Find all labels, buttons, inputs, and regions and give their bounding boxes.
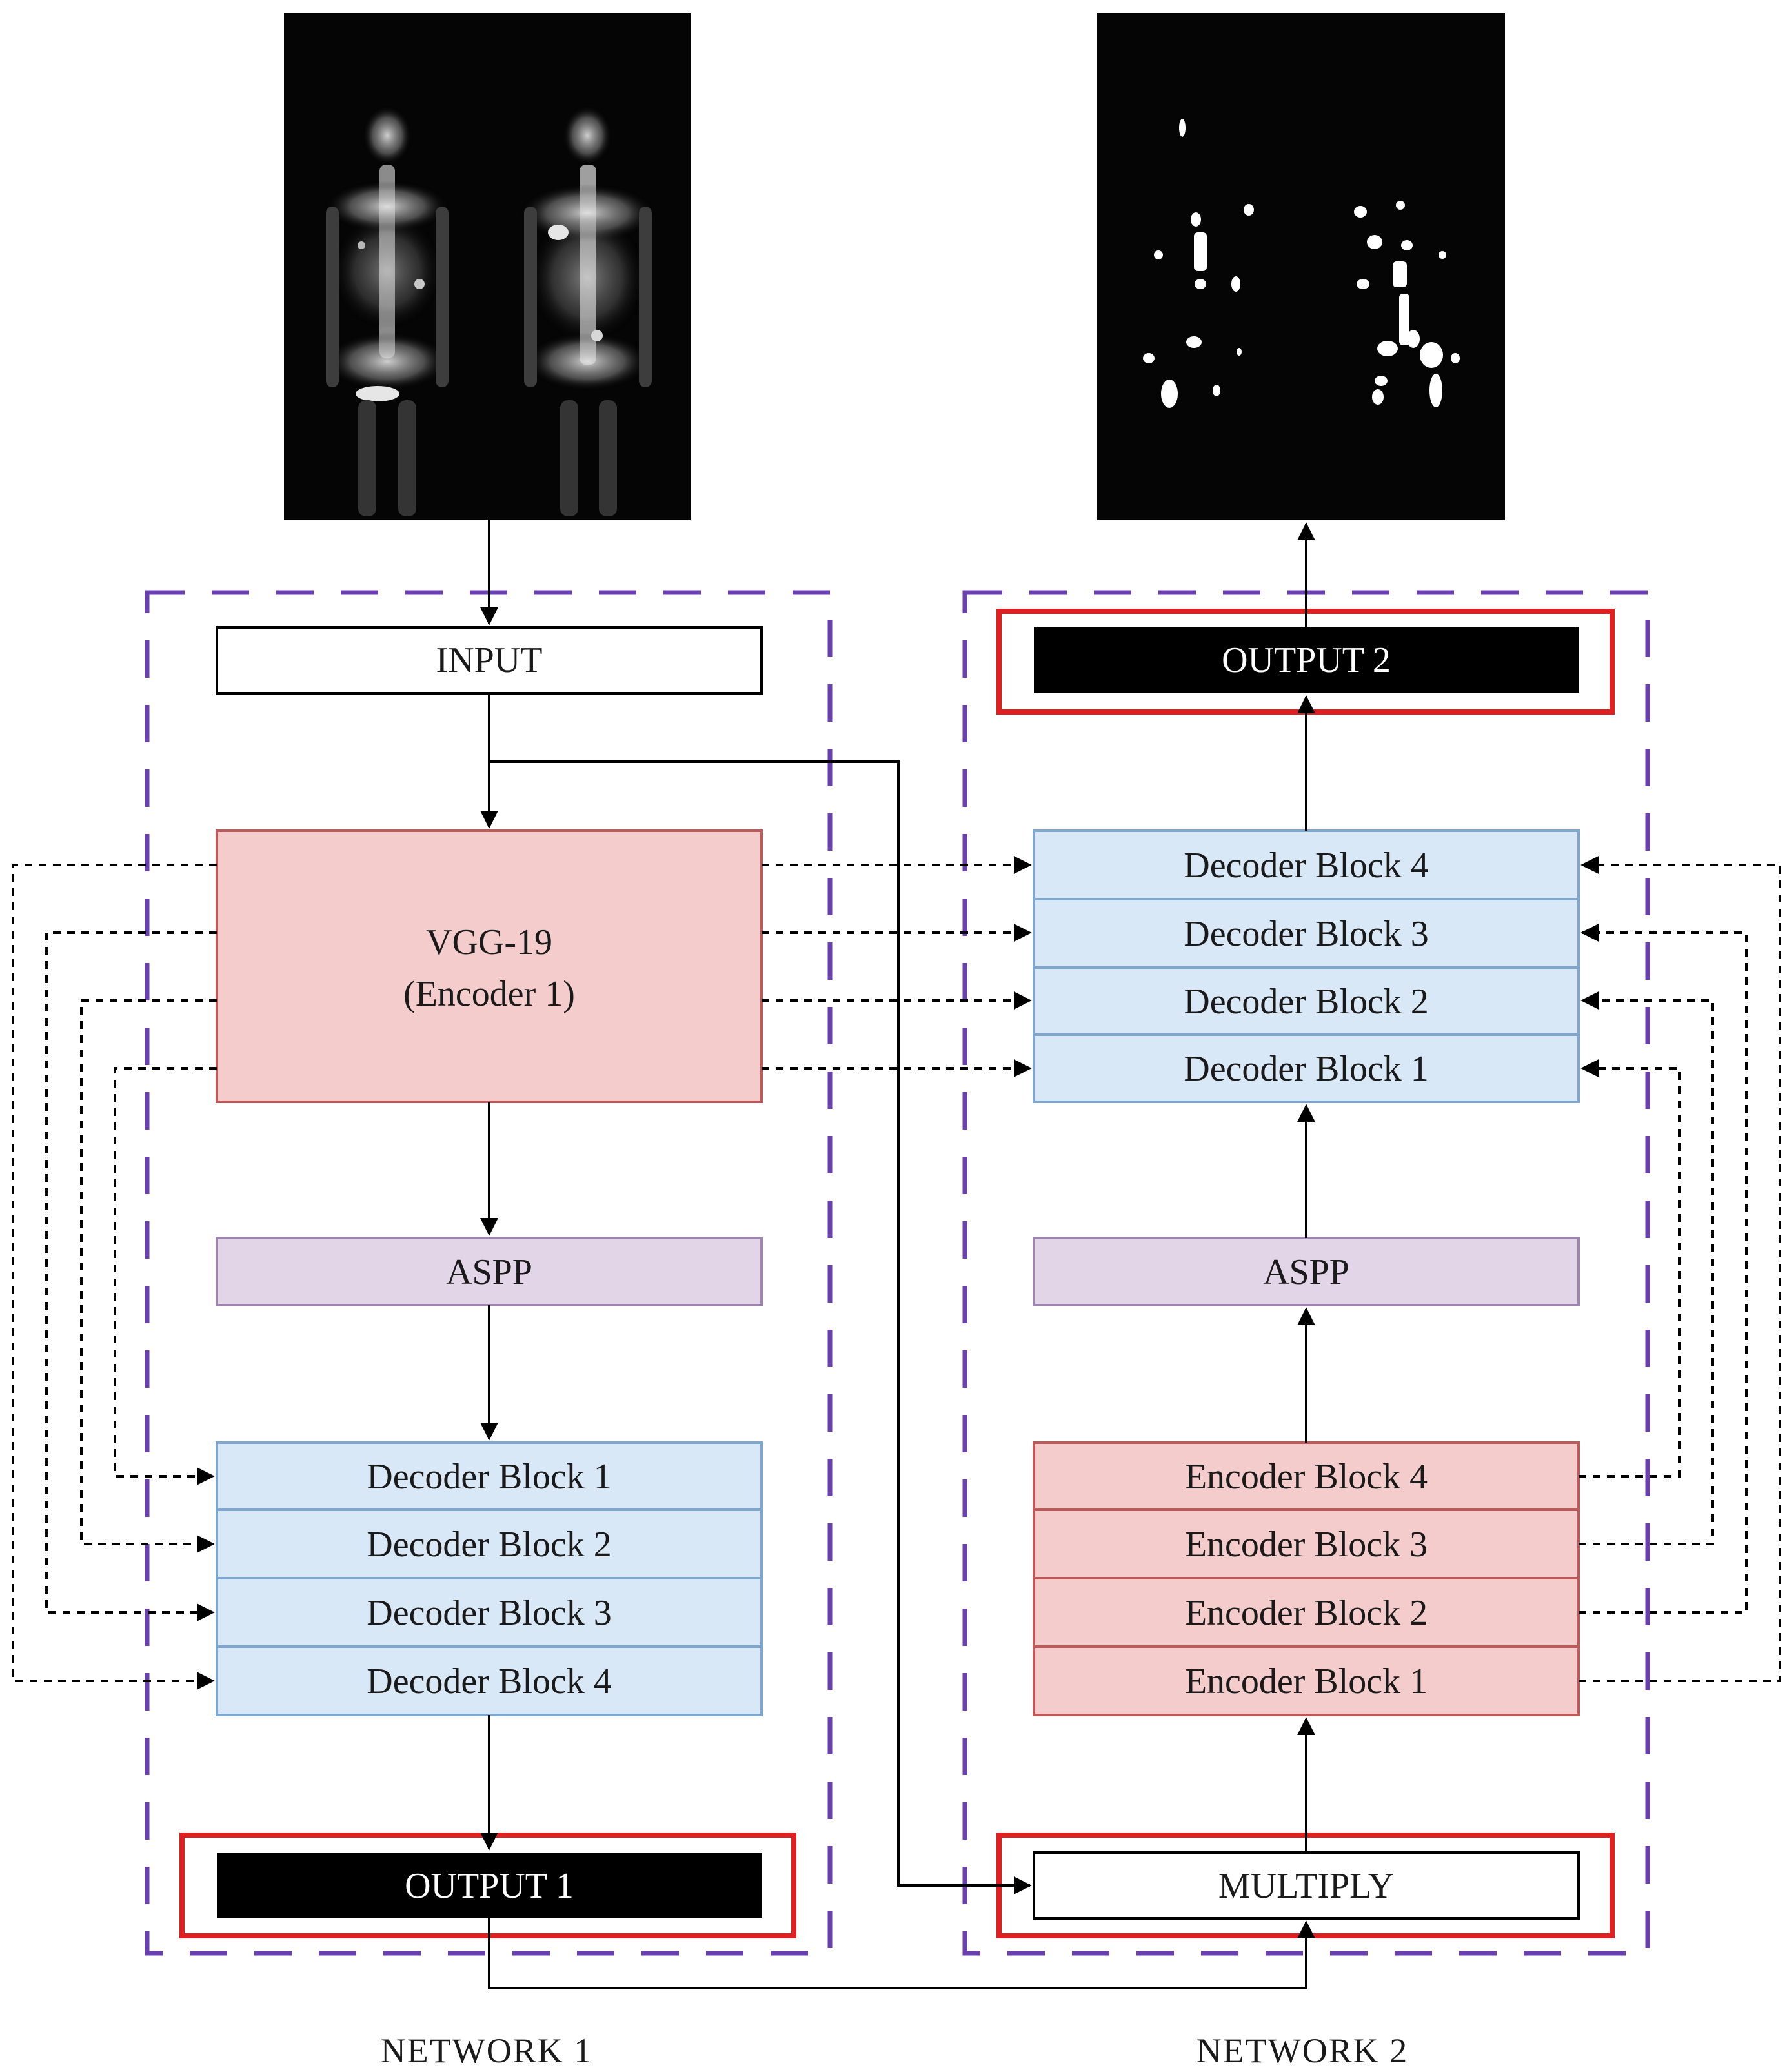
posterior-skeleton-figure (520, 106, 655, 516)
skip-n2-encoder2-to-decoder3 (1579, 924, 1748, 1614)
network2-output-label: OUTPUT 2 (1222, 640, 1391, 680)
network1-caption: NETWORK 1 (381, 2031, 592, 2070)
network2-encoder-block-1: Encoder Block 1 (1185, 1661, 1428, 1701)
solid-flow-arrows (480, 520, 1315, 1989)
lesion-spots-right (1354, 201, 1460, 407)
network1-input-label: INPUT (436, 640, 543, 680)
network2-decoder-block-4: Decoder Block 4 (1184, 846, 1428, 886)
network2-decoder-block-1: Decoder Block 1 (1184, 1049, 1428, 1089)
network2-encoder-block-4: Encoder Block 4 (1185, 1457, 1428, 1497)
network1-input-node: INPUT (216, 626, 763, 695)
network2-caption: NETWORK 2 (1196, 2031, 1408, 2070)
skip-n2-encoder4-to-decoder1 (1579, 1059, 1681, 1478)
network2-output-node: OUTPUT 2 (996, 609, 1615, 715)
network1-aspp-node: ASPP (216, 1237, 763, 1306)
network2-decoder-block-3: Decoder Block 3 (1184, 914, 1428, 954)
network2-decoder-block-2: Decoder Block 2 (1184, 982, 1428, 1022)
skip-n2-encoder3-to-decoder2 (1579, 991, 1714, 1545)
network1-aspp-label: ASPP (446, 1252, 532, 1292)
skip-n1-to-decoder4 (12, 864, 217, 1690)
network1-output-label: OUTPUT 1 (405, 1866, 574, 1906)
network1-encoder-title: VGG-19 (426, 922, 552, 962)
segmentation-mask-image (1097, 13, 1505, 520)
network1-decoder-block-4: Decoder Block 4 (367, 1661, 611, 1701)
network1-decoder-stack: Decoder Block 1 Decoder Block 2 Decoder … (216, 1441, 763, 1716)
network2-decoder-stack: Decoder Block 4 Decoder Block 3 Decoder … (1033, 829, 1580, 1103)
anterior-skeleton-figure (326, 106, 449, 516)
network2-aspp-label: ASPP (1263, 1252, 1349, 1292)
network2-multiply-label: MULTIPLY (1218, 1866, 1394, 1906)
arrow-output1-to-multiply (488, 1918, 1315, 1989)
network2-aspp-node: ASPP (1033, 1237, 1580, 1306)
skip-n1-to-decoder3 (45, 931, 217, 1621)
network1-encoder-node: VGG-19 (Encoder 1) (216, 829, 763, 1103)
network2-encoder-block-3: Encoder Block 3 (1185, 1525, 1428, 1565)
skip-n1-to-decoder2 (80, 999, 217, 1553)
network2-encoder-block-2: Encoder Block 2 (1185, 1593, 1428, 1633)
network1-decoder-block-1: Decoder Block 1 (367, 1457, 611, 1497)
skip-n1-to-decoder1 (114, 1067, 217, 1485)
network1-encoder-subtitle: (Encoder 1) (403, 974, 575, 1014)
bone-scan-image (284, 13, 691, 520)
network2-encoder-stack: Encoder Block 4 Encoder Block 3 Encoder … (1033, 1441, 1580, 1716)
skip-connections (12, 856, 1781, 1690)
network1-output-node: OUTPUT 1 (179, 1833, 796, 1938)
network1-decoder-block-3: Decoder Block 3 (367, 1593, 611, 1633)
lesion-spots-left (1143, 119, 1254, 408)
arrow-input-to-multiply (489, 760, 1032, 1894)
network1-decoder-block-2: Decoder Block 2 (367, 1525, 611, 1565)
skip-n2-encoder1-to-decoder4 (1579, 856, 1781, 1682)
